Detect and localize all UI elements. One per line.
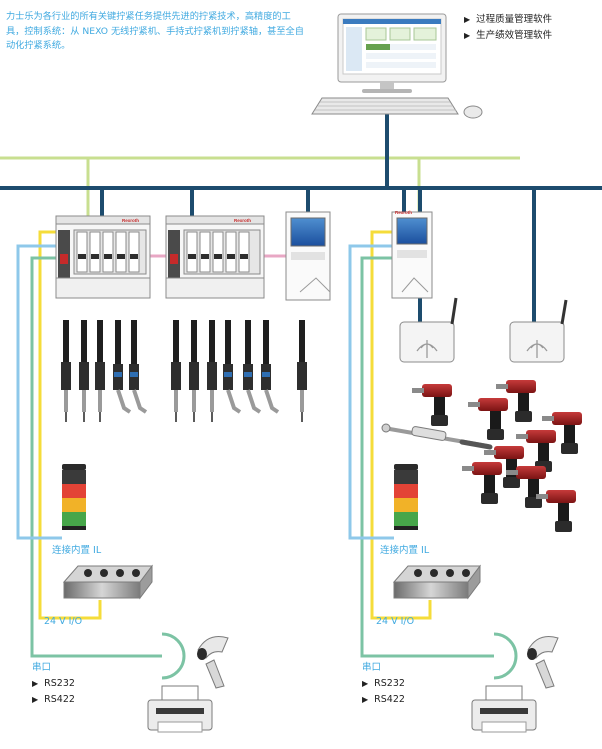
nutrunner-tools xyxy=(61,320,307,422)
right-serial-cable xyxy=(360,256,494,658)
torque-wrench xyxy=(381,423,493,450)
bullet-triangle-icon: ▶ xyxy=(32,679,39,688)
bullet-triangle-icon: ▶ xyxy=(32,695,39,704)
computer-monitor xyxy=(337,13,447,93)
access-point-2 xyxy=(509,299,568,363)
serial-arc-left xyxy=(161,632,186,680)
rack-1-brand: Rexroth xyxy=(122,218,139,223)
nutrunner-spindle xyxy=(297,320,307,422)
nutrunner-spindle xyxy=(79,320,89,422)
cordless-nutrunner xyxy=(516,430,556,472)
right-serial-item: ▶RS422 xyxy=(362,694,405,705)
left-power-label: 24 V I/O xyxy=(44,616,83,627)
cordless-nutrunner xyxy=(468,398,508,440)
angle-nutrunner xyxy=(243,320,262,414)
controller-rack-2 xyxy=(165,215,265,299)
left-serial-list: 串口 ▶RS232 ▶RS422 xyxy=(32,660,75,708)
barcode-scanner-left xyxy=(197,636,229,689)
left-plc-cable xyxy=(16,244,62,540)
screen-controller-left xyxy=(285,211,331,301)
left-serial-cable xyxy=(30,256,162,658)
cordless-nutrunner xyxy=(462,462,502,504)
angle-nutrunner xyxy=(129,320,148,414)
serial-arc-right xyxy=(493,632,518,680)
cordless-nutrunner xyxy=(484,446,524,488)
right-power-label: 24 V I/O xyxy=(376,616,415,627)
io-box-right xyxy=(392,564,481,600)
cordless-nutrunner xyxy=(496,380,536,422)
printer-right xyxy=(471,685,537,733)
controller-rack-1 xyxy=(55,215,151,299)
right-serial-list: 串口 ▶RS232 ▶RS422 xyxy=(362,660,405,708)
signal-light-left xyxy=(62,464,86,530)
bullet-triangle-icon: ▶ xyxy=(464,31,471,40)
barcode-scanner-right xyxy=(527,636,559,689)
angle-nutrunner xyxy=(113,320,132,414)
nutrunner-spindle xyxy=(171,320,181,422)
access-point-1 xyxy=(399,297,458,363)
angle-nutrunner xyxy=(223,320,242,414)
left-io-label: 连接内置 IL xyxy=(52,545,102,556)
signal-light-right xyxy=(394,464,418,530)
printer-left xyxy=(147,685,213,733)
software-item: ▶过程质量管理软件 xyxy=(464,14,553,25)
cordless-nutrunners xyxy=(412,380,582,532)
cordless-nutrunner xyxy=(506,466,546,508)
left-io-cable xyxy=(38,230,102,620)
nutrunner-spindle xyxy=(189,320,199,422)
nutrunner-spindle xyxy=(207,320,217,422)
bullet-triangle-icon: ▶ xyxy=(362,695,369,704)
right-serial-title: 串口 xyxy=(362,662,382,673)
bullet-triangle-icon: ▶ xyxy=(362,679,369,688)
nutrunner-spindle xyxy=(61,320,71,422)
io-box-left xyxy=(62,564,153,600)
angle-nutrunner xyxy=(261,320,280,414)
computer-mouse xyxy=(463,105,483,119)
cordless-nutrunner xyxy=(536,490,576,532)
bullet-triangle-icon: ▶ xyxy=(464,15,471,24)
right-io-label: 连接内置 IL xyxy=(380,545,430,556)
cordless-nutrunner xyxy=(542,412,582,454)
ethernet-line xyxy=(0,112,602,322)
right-controller-brand: Rexroth xyxy=(395,210,412,215)
left-serial-title: 串口 xyxy=(32,662,52,673)
cordless-nutrunner xyxy=(412,384,452,426)
software-item: ▶生产绩效管理软件 xyxy=(464,30,553,41)
right-io-cable xyxy=(370,230,432,620)
software-list: ▶过程质量管理软件 ▶生产绩效管理软件 xyxy=(464,12,552,44)
rack-2-brand: Rexroth xyxy=(234,218,251,223)
right-plc-cable xyxy=(348,244,394,540)
computer-keyboard xyxy=(311,97,459,115)
intro-text: 力士乐为各行业的所有关键拧紧任务提供先进的拧紧技术，高精度的工具，控制系统：从 … xyxy=(6,11,304,51)
left-serial-item: ▶RS422 xyxy=(32,694,75,705)
screen-controller-right xyxy=(391,211,433,299)
right-serial-item: ▶RS232 xyxy=(362,678,405,689)
left-serial-item: ▶RS232 xyxy=(32,678,75,689)
nutrunner-spindle xyxy=(95,320,105,422)
